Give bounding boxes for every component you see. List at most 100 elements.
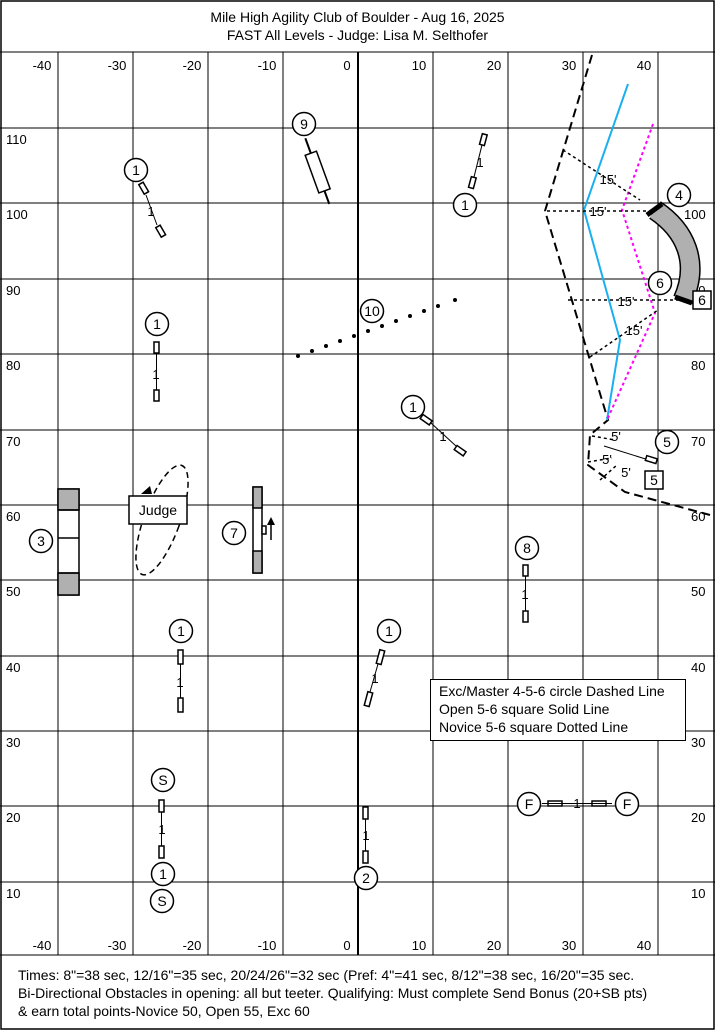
svg-text:1: 1 bbox=[385, 623, 393, 639]
y-tick-right: 40 bbox=[691, 660, 705, 675]
distance-label: 15' bbox=[626, 323, 643, 338]
footer-times: Times: 8"=38 sec, 12/16"=35 sec, 20/24/2… bbox=[18, 967, 635, 983]
y-tick-right: 100 bbox=[684, 207, 706, 222]
svg-text:10: 10 bbox=[364, 303, 380, 319]
finish-circle: F bbox=[516, 791, 542, 817]
jump-bar-label: 1 bbox=[476, 155, 483, 170]
svg-text:1: 1 bbox=[461, 197, 469, 213]
x-tick-bottom: -20 bbox=[183, 938, 202, 953]
y-tick-left: 40 bbox=[6, 660, 20, 675]
teeter-obstacle bbox=[252, 486, 275, 574]
x-tick-bottom: 30 bbox=[562, 938, 576, 953]
obstacle-number-circle: 6 bbox=[647, 270, 673, 296]
obstacle-number-circle: 1 bbox=[150, 861, 176, 887]
jump-bar-label: 1 bbox=[362, 828, 369, 843]
obstacle-number-circle: 2 bbox=[353, 865, 379, 891]
y-tick-right: 10 bbox=[691, 886, 705, 901]
svg-text:5: 5 bbox=[663, 434, 671, 450]
x-tick-bottom: -30 bbox=[108, 938, 127, 953]
jump-obstacle: 1 bbox=[363, 648, 386, 708]
jump-obstacle: 1 bbox=[419, 413, 468, 457]
line-legend: Exc/Master 4-5-6 circle Dashed Line Open… bbox=[430, 679, 686, 741]
jump-bar-label: 1 bbox=[158, 822, 165, 837]
obstacle-number-circle: 1 bbox=[400, 394, 426, 420]
x-tick-bottom: -40 bbox=[33, 938, 52, 953]
svg-text:1: 1 bbox=[132, 162, 140, 178]
jump-obstacle: 1 bbox=[542, 796, 612, 811]
svg-text:S: S bbox=[158, 772, 167, 788]
square-marker-5: 5 bbox=[644, 470, 664, 490]
y-tick-left: 20 bbox=[6, 810, 20, 825]
svg-text:1: 1 bbox=[177, 623, 185, 639]
footer-points: & earn total points-Novice 50, Open 55, … bbox=[18, 1003, 310, 1019]
table-obstacle bbox=[57, 488, 80, 596]
y-tick-right: 30 bbox=[691, 735, 705, 750]
jump-bar-label: 1 bbox=[439, 429, 446, 444]
finish-circle: F bbox=[614, 791, 640, 817]
jump-obstacle: 1 bbox=[521, 564, 529, 623]
tunnel-obstacle bbox=[645, 201, 701, 306]
judge-path bbox=[135, 464, 189, 576]
legend-exc-master: Exc/Master 4-5-6 circle Dashed Line bbox=[439, 683, 665, 699]
y-tick-right: 50 bbox=[691, 584, 705, 599]
jump-bar-label: 1 bbox=[147, 204, 154, 219]
obstacle-number-circle: 3 bbox=[28, 528, 54, 554]
exc-master-dashed-line bbox=[543, 54, 711, 516]
jump-obstacle: 1 bbox=[467, 132, 489, 190]
svg-text:6: 6 bbox=[698, 292, 706, 308]
obstacle-number-circle: 8 bbox=[514, 535, 540, 561]
y-tick-right: 80 bbox=[691, 358, 705, 373]
open-solid-line bbox=[582, 83, 629, 421]
jump-obstacle: 1 bbox=[176, 649, 184, 713]
x-tick-top: 20 bbox=[487, 58, 501, 73]
legend-open: Open 5-6 square Solid Line bbox=[439, 701, 610, 717]
x-tick-bottom: 40 bbox=[637, 938, 651, 953]
square-marker-6: 6 bbox=[692, 290, 712, 310]
x-tick-bottom: 20 bbox=[487, 938, 501, 953]
obstacle-number-circle: 1 bbox=[376, 618, 402, 644]
x-tick-top: -20 bbox=[183, 58, 202, 73]
svg-text:F: F bbox=[525, 796, 534, 812]
y-tick-left: 100 bbox=[6, 207, 28, 222]
y-tick-left: 30 bbox=[6, 735, 20, 750]
jump-obstacle: 1 bbox=[362, 806, 370, 864]
svg-text:4: 4 bbox=[675, 187, 683, 203]
legend-novice: Novice 5-6 square Dotted Line bbox=[439, 719, 629, 735]
jump-bar-label: 1 bbox=[521, 587, 528, 602]
footer-qualifying: Bi-Directional Obstacles in opening: all… bbox=[18, 985, 648, 1001]
jump-obstacle: 1 bbox=[158, 799, 166, 859]
obstacle-number-circle: 1 bbox=[452, 192, 478, 218]
x-tick-bottom: -10 bbox=[258, 938, 277, 953]
y-tick-left: 60 bbox=[6, 509, 20, 524]
obstacle-number-circle: 10 bbox=[359, 298, 385, 324]
distance-label: 5' bbox=[602, 452, 612, 467]
start-circle: S bbox=[149, 888, 175, 914]
jump-obstacle: 1 bbox=[152, 341, 160, 402]
obstacle-number-circle: 4 bbox=[666, 182, 692, 208]
y-tick-right: 20 bbox=[691, 810, 705, 825]
tire-obstacle bbox=[304, 137, 332, 205]
weave-poles bbox=[296, 298, 457, 358]
distance-label: 15' bbox=[590, 204, 607, 219]
y-tick-left: 80 bbox=[6, 358, 20, 373]
x-tick-top: 10 bbox=[412, 58, 426, 73]
judge-label: Judge bbox=[139, 502, 177, 518]
distance-label: 15' bbox=[618, 294, 635, 309]
y-tick-left: 50 bbox=[6, 584, 20, 599]
jump-obstacle: 1 bbox=[137, 181, 167, 239]
svg-text:1: 1 bbox=[159, 866, 167, 882]
svg-text:5: 5 bbox=[650, 472, 658, 488]
obstacle-number-circle: 1 bbox=[123, 157, 149, 183]
jump-bar-label: 1 bbox=[152, 367, 159, 382]
jump-bar-label: 1 bbox=[371, 671, 378, 686]
x-tick-top: -10 bbox=[258, 58, 277, 73]
svg-text:1: 1 bbox=[153, 316, 161, 332]
svg-text:S: S bbox=[157, 893, 166, 909]
x-tick-top: 30 bbox=[562, 58, 576, 73]
x-tick-bottom: 0 bbox=[343, 938, 350, 953]
svg-text:8: 8 bbox=[523, 540, 531, 556]
judge-box: Judge bbox=[128, 495, 188, 525]
obstacle-number-circle: 5 bbox=[654, 429, 680, 455]
svg-text:1: 1 bbox=[409, 399, 417, 415]
